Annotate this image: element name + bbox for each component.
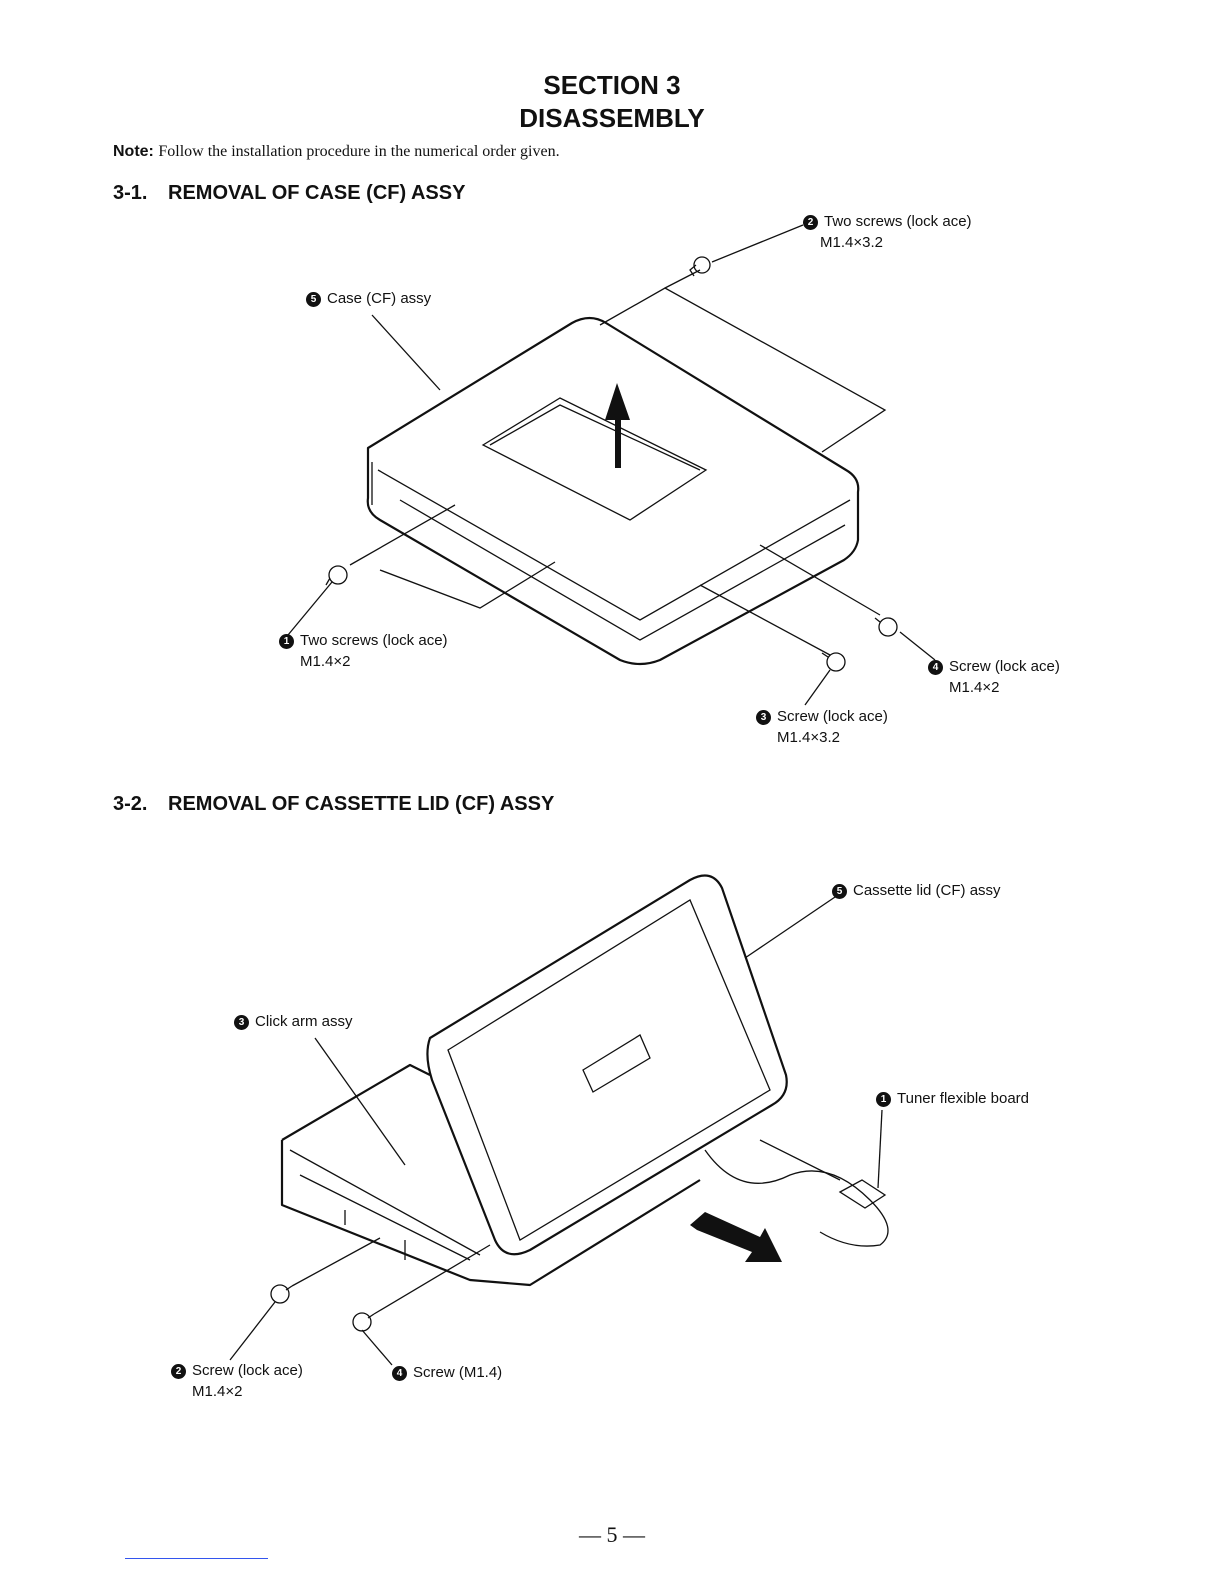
- callout-case-cf-assy: 5 Case (CF) assy: [306, 288, 431, 309]
- section-3-1-heading: 3-1. REMOVAL OF CASE (CF) ASSY: [113, 182, 465, 205]
- step-badge: 3: [234, 1015, 249, 1030]
- screw-icon: [352, 1312, 375, 1332]
- leader-line: [877, 1109, 883, 1189]
- section-3-2-heading: 3-2. REMOVAL OF CASSETTE LID (CF) ASSY: [113, 793, 554, 816]
- page-title: DISASSEMBLY: [519, 103, 705, 133]
- guide-line: [664, 269, 701, 289]
- callout-screw-m1-4x2: 4 Screw (lock ace) M1.4×2: [928, 656, 1060, 698]
- base-body: [280, 1063, 701, 1287]
- leader-line: [899, 631, 936, 661]
- footer-rule: [125, 1558, 268, 1559]
- guide-line: [291, 1237, 381, 1287]
- guide-line: [379, 561, 556, 609]
- step-badge: 2: [803, 215, 818, 230]
- screw-icon: [325, 565, 348, 586]
- lift-arrow-icon: [605, 383, 630, 468]
- step-badge: 4: [928, 660, 943, 675]
- callout-screw-lock-ace-m1-4x2: 2 Screw (lock ace) M1.4×2: [171, 1360, 303, 1402]
- guide-line: [759, 544, 881, 616]
- base-tabs: [344, 1210, 406, 1260]
- section-number: 3-1.: [113, 182, 148, 204]
- flex-connector: [838, 1179, 887, 1209]
- slide-arrow-icon: [690, 1212, 782, 1262]
- callout-screw-m1-4x3-2: 3 Screw (lock ace) M1.4×3.2: [756, 706, 888, 748]
- screw-icon: [689, 256, 711, 277]
- callout-spec: M1.4×3.2: [777, 729, 840, 746]
- guide-line: [349, 504, 456, 566]
- callout-spec: M1.4×2: [192, 1383, 243, 1400]
- leader-line: [804, 669, 831, 706]
- callout-text: Case (CF) assy: [327, 290, 432, 307]
- leader-line: [314, 1037, 406, 1166]
- leader-line: [371, 314, 441, 391]
- step-badge: 3: [756, 710, 771, 725]
- leader-line: [361, 1329, 393, 1366]
- step-badge: 5: [306, 292, 321, 307]
- guide-lines: [599, 287, 887, 453]
- cassette-lid: [426, 874, 788, 1256]
- callout-spec: M1.4×2: [300, 653, 351, 670]
- callout-cassette-lid-cf-assy: 5 Cassette lid (CF) assy: [832, 880, 1001, 901]
- lid-window: [582, 1034, 651, 1093]
- callout-text: Screw (lock ace): [192, 1362, 303, 1379]
- callout-spec: M1.4×2: [949, 679, 1000, 696]
- callout-tuner-flexible-board: 1 Tuner flexible board: [876, 1088, 1029, 1109]
- guide-line: [699, 584, 831, 656]
- case-window-inner: [489, 404, 701, 471]
- section-title: REMOVAL OF CASSETTE LID (CF) ASSY: [168, 793, 555, 815]
- callout-two-screws-m1-4x2: 1 Two screws (lock ace) M1.4×2: [279, 630, 448, 672]
- case-window: [481, 397, 708, 521]
- callout-text: Click arm assy: [255, 1013, 353, 1030]
- leader-line: [711, 224, 804, 263]
- callout-text: Tuner flexible board: [897, 1090, 1030, 1107]
- step-badge: 4: [392, 1366, 407, 1381]
- step-badge: 1: [279, 634, 294, 649]
- callout-text: Screw (lock ace): [777, 708, 888, 725]
- leader-line: [287, 581, 333, 636]
- base-rim: [289, 1149, 481, 1261]
- note-text: Follow the installation procedure in the…: [158, 143, 560, 160]
- callout-text: Two screws (lock ace): [300, 632, 448, 649]
- callout-screw-m1-4: 4 Screw (M1.4): [392, 1362, 502, 1383]
- screw-icon: [821, 652, 846, 672]
- step-badge: 5: [832, 884, 847, 899]
- leader-line: [744, 894, 839, 959]
- note-label: Note:: [113, 143, 154, 160]
- step-badge: 2: [171, 1364, 186, 1379]
- callout-text: Cassette lid (CF) assy: [853, 882, 1001, 899]
- case-rim: [377, 469, 851, 621]
- callout-spec: M1.4×3.2: [820, 234, 883, 251]
- leader-line: [229, 1301, 276, 1361]
- section-title: REMOVAL OF CASE (CF) ASSY: [168, 182, 466, 204]
- guide-line: [759, 1139, 841, 1181]
- cassette-lid-inner: [447, 899, 771, 1241]
- page-number: — 5 —: [579, 1522, 645, 1547]
- screw-icon: [874, 617, 898, 637]
- section-number: 3-2.: [113, 793, 148, 815]
- callout-click-arm-assy: 3 Click arm assy: [234, 1011, 353, 1032]
- callout-text: Screw (M1.4): [413, 1364, 503, 1381]
- step-badge: 1: [876, 1092, 891, 1107]
- note: Note: Follow the installation procedure …: [113, 143, 560, 161]
- case-rim-lower: [399, 499, 846, 641]
- section-heading: SECTION 3: [543, 70, 681, 100]
- guide-line: [373, 1244, 491, 1315]
- case-body: [366, 316, 860, 666]
- flexible-board: [704, 1149, 889, 1247]
- callout-text: Two screws (lock ace): [824, 213, 972, 230]
- callout-two-screws-m1-4x3-2: 2 Two screws (lock ace) M1.4×3.2: [803, 211, 972, 253]
- screw-icon: [270, 1284, 293, 1304]
- callout-text: Screw (lock ace): [949, 658, 1060, 675]
